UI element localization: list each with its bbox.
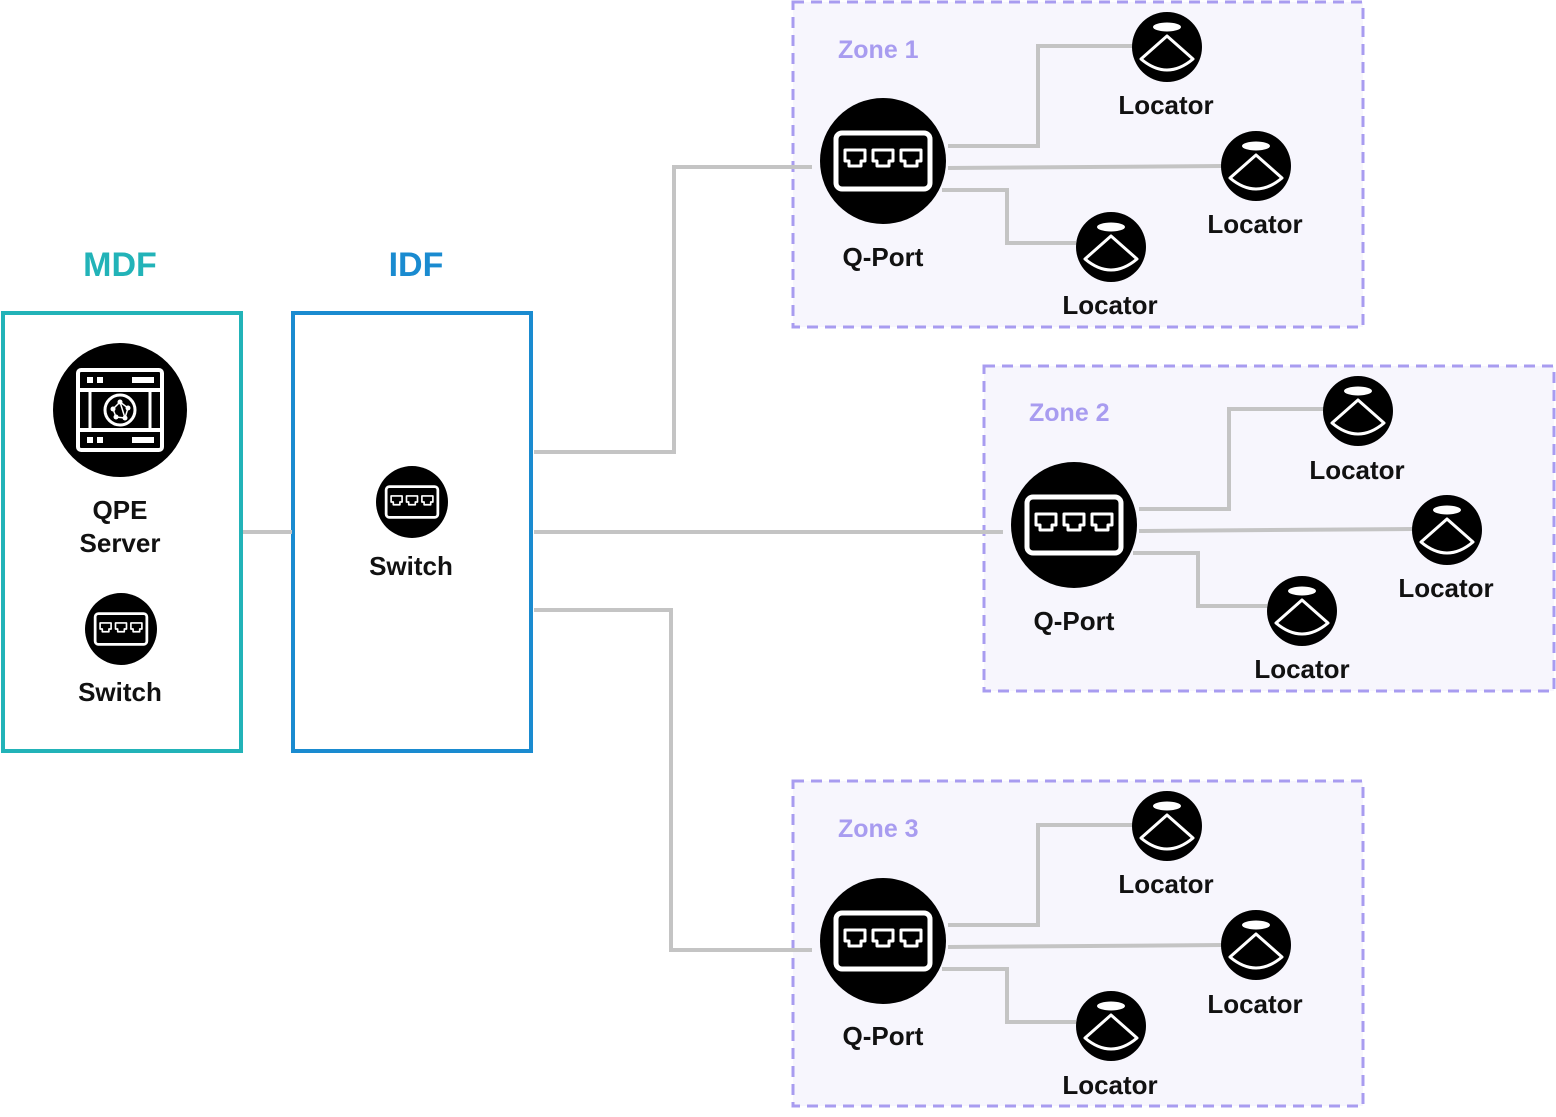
zone-2-qport-label: Q-Port (1033, 606, 1115, 636)
zone-2-title: Zone 2 (1029, 399, 1110, 427)
mdf-switch-label: Switch (78, 677, 162, 707)
zone-3-locator-label: Locator (1062, 1070, 1158, 1100)
link-z2-locator-a (1139, 407, 1324, 511)
link-z3-locator-c (942, 967, 1076, 1024)
zone-1-locator-label: Locator (1207, 209, 1303, 239)
qport-icon (1011, 462, 1137, 588)
connector-lines (243, 44, 1414, 1024)
zone-2-locator-label: Locator (1254, 654, 1350, 684)
link-idf-zone3 (534, 608, 812, 952)
link-idf-zone1 (534, 165, 812, 454)
qpe-server-label-line1: QPE (92, 495, 148, 525)
link-z2-locator-c (1133, 551, 1267, 608)
zone-1-locator-label: Locator (1118, 90, 1214, 120)
locator-icon (1323, 376, 1393, 446)
locator-icon (1132, 12, 1202, 82)
link-z3-locator-b (947, 943, 1223, 949)
zone-1-qport-label: Q-Port (842, 242, 924, 272)
switch-icon (376, 466, 448, 538)
locator-icon (1221, 131, 1291, 201)
link-z1-locator-b (947, 164, 1223, 170)
locator-icon (1076, 991, 1146, 1061)
locator-icon (1267, 576, 1337, 646)
locator-icon (1132, 791, 1202, 861)
mdf-title: MDF (83, 246, 157, 284)
link-z2-locator-b (1138, 527, 1414, 533)
link-z1-locator-c (942, 188, 1076, 245)
zone-2-locator-label: Locator (1309, 455, 1405, 485)
qport-icon (820, 878, 946, 1004)
qpe-server-label-line2: Server (79, 528, 161, 558)
link-z1-locator-a (948, 44, 1133, 148)
zone-3-locator-label: Locator (1118, 869, 1214, 899)
zone-3-locator-label: Locator (1207, 989, 1303, 1019)
locator-icon (1221, 910, 1291, 980)
qport-icon (820, 98, 946, 224)
zone-1-locator-label: Locator (1062, 290, 1158, 320)
zone-3-title: Zone 3 (838, 815, 919, 843)
idf-title: IDF (388, 246, 444, 284)
link-z3-locator-a (948, 823, 1133, 927)
idf-switch-label: Switch (369, 551, 453, 581)
locator-icon (1076, 212, 1146, 282)
switch-icon (85, 593, 157, 665)
zone-1-title: Zone 1 (838, 36, 919, 64)
server-icon (53, 343, 187, 477)
zone-3-qport-label: Q-Port (842, 1021, 924, 1051)
zone-2-locator-label: Locator (1398, 573, 1494, 603)
locator-icon (1412, 495, 1482, 565)
